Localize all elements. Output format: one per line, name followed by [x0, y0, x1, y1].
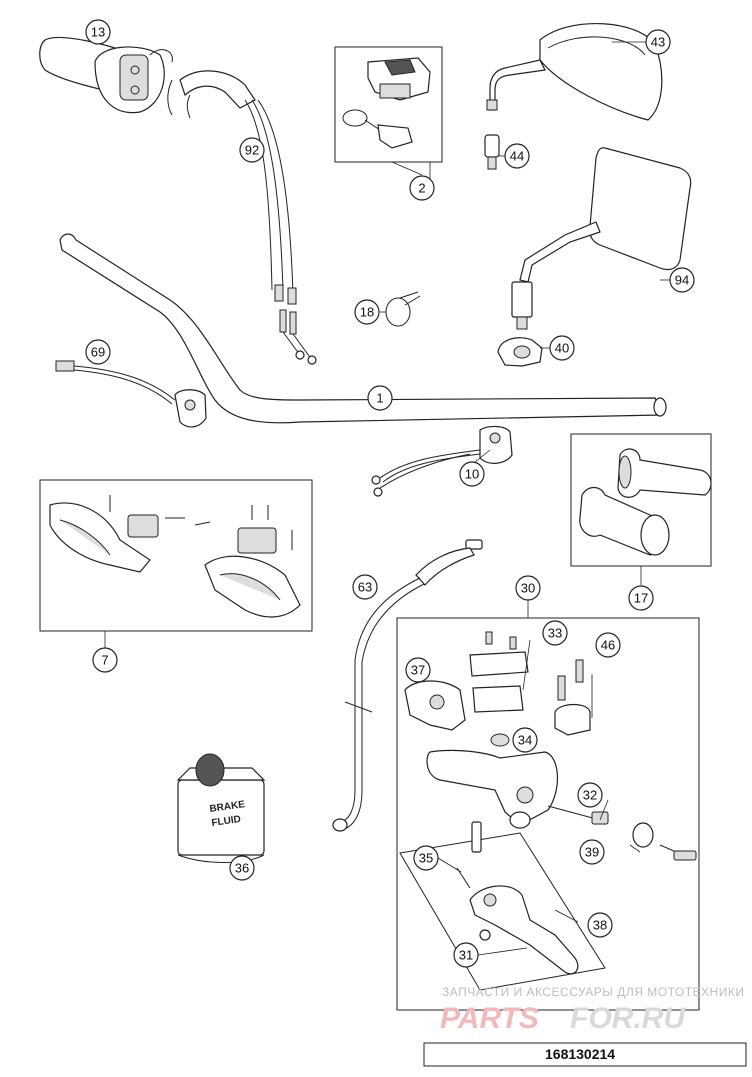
- callout-32: 32: [577, 782, 603, 808]
- callout-17: 17: [628, 585, 654, 611]
- grips-part: [570, 433, 712, 567]
- start-switch-part: [371, 425, 513, 497]
- watermark-brand-part1: PARTS: [440, 1002, 539, 1035]
- callout-36: 36: [229, 855, 255, 881]
- callout-30: 30: [515, 575, 541, 601]
- svg-text:18: 18: [360, 305, 374, 320]
- drawing-number: 168130214: [545, 1046, 615, 1062]
- brake-hose-part: [332, 539, 483, 832]
- throttle-cables-part: [167, 70, 317, 365]
- callout-43: 43: [645, 29, 671, 55]
- svg-text:13: 13: [91, 25, 105, 40]
- svg-text:31: 31: [459, 948, 473, 963]
- svg-text:69: 69: [91, 345, 105, 360]
- mirror-adapter-part: [484, 134, 500, 170]
- svg-text:7: 7: [101, 653, 108, 668]
- svg-text:35: 35: [419, 851, 433, 866]
- svg-text:38: 38: [593, 918, 607, 933]
- callout-18: 18: [354, 299, 380, 325]
- svg-text:94: 94: [675, 273, 689, 288]
- callout-1: 1: [367, 385, 393, 411]
- cable-tie-part: [385, 291, 421, 327]
- svg-text:63: 63: [358, 580, 372, 595]
- brake-fluid-bottle-part: [176, 753, 266, 863]
- callout-37: 37: [405, 657, 431, 683]
- callout-46: 46: [595, 632, 621, 658]
- callout-92: 92: [239, 137, 265, 163]
- callout-69: 69: [85, 339, 111, 365]
- kill-switch-part: [55, 360, 207, 428]
- mirror-left-part: [486, 23, 663, 121]
- callout-44: 44: [504, 143, 530, 169]
- svg-text:33: 33: [548, 626, 562, 641]
- callout-39: 39: [579, 839, 605, 865]
- svg-text:92: 92: [245, 143, 259, 158]
- svg-text:30: 30: [521, 581, 535, 596]
- callout-40: 40: [549, 335, 575, 361]
- brake-master-cylinder-part: [396, 600, 700, 1011]
- brake-fluid-label-line1: BRAKE: [209, 799, 246, 815]
- callout-33: 33: [542, 620, 568, 646]
- callout-63: 63: [352, 574, 378, 600]
- throttle-grip-part: [39, 36, 173, 114]
- callout-7: 7: [92, 647, 118, 673]
- svg-text:1: 1: [376, 391, 383, 406]
- callout-2: 2: [409, 175, 435, 201]
- watermark-caption: ЗАПЧАСТИ И АКСЕССУАРЫ ДЛЯ МОТОТЕХНИКИ: [442, 985, 744, 999]
- mirror-clamp-part: [497, 337, 543, 367]
- handlebar-part: [59, 233, 667, 424]
- svg-text:37: 37: [411, 663, 425, 678]
- callout-10: 10: [459, 461, 485, 487]
- svg-text:36: 36: [235, 861, 249, 876]
- callout-94: 94: [669, 267, 695, 293]
- drawing-number-box: [423, 1042, 747, 1067]
- svg-text:46: 46: [601, 638, 615, 653]
- switch-assembly-part: [334, 46, 443, 176]
- svg-text:40: 40: [555, 341, 569, 356]
- svg-text:17: 17: [634, 591, 648, 606]
- svg-text:10: 10: [465, 467, 479, 482]
- callout-31: 31: [453, 942, 479, 968]
- callout-13: 13: [85, 19, 111, 45]
- callout-35: 35: [413, 845, 439, 871]
- svg-text:32: 32: [583, 788, 597, 803]
- brake-fluid-label-line2: FLUID: [211, 814, 242, 829]
- handguards-part: [39, 479, 313, 650]
- callout-34: 34: [512, 727, 538, 753]
- svg-text:2: 2: [418, 181, 425, 196]
- mirror-right-part: [511, 147, 692, 330]
- svg-text:39: 39: [585, 845, 599, 860]
- svg-text:44: 44: [510, 149, 524, 164]
- callout-38: 38: [587, 912, 613, 938]
- svg-text:43: 43: [651, 35, 665, 50]
- svg-text:34: 34: [518, 733, 532, 748]
- watermark-brand-part2: FOR.RU: [570, 1002, 686, 1035]
